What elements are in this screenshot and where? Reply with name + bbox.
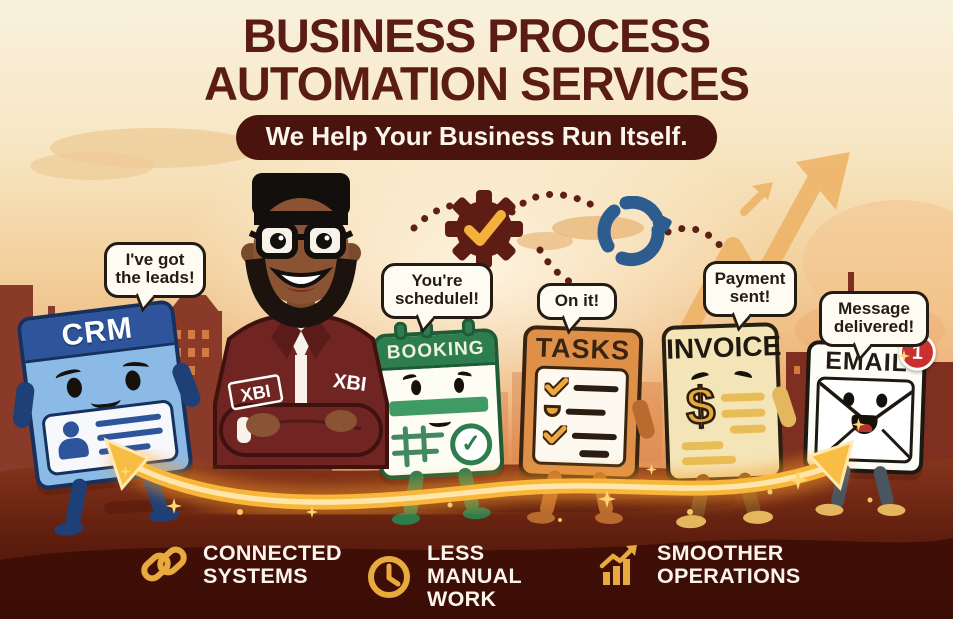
title-line-2: AUTOMATION SERVICES <box>203 56 750 110</box>
footer-item-connected-systems: CONNECTED SYSTEMS <box>140 541 361 589</box>
tasks-character: TASKS <box>518 324 657 525</box>
title-line-1: BUSINESS PROCESS <box>242 9 711 62</box>
footer-label: SMOOTHER OPERATIONS <box>657 541 801 589</box>
check-circle-icon: ✓ <box>449 422 494 467</box>
tasks-label: TASKS <box>535 332 631 366</box>
sparkle <box>646 464 657 475</box>
chain-link-icon <box>141 546 187 582</box>
sparkle <box>306 506 318 518</box>
sparkle <box>788 470 808 490</box>
sync-arrows-icon <box>588 196 676 268</box>
page-title: BUSINESS PROCESS AUTOMATION SERVICES <box>0 12 953 108</box>
crm-character: CRM <box>11 299 204 538</box>
crm-speech-bubble: I've got the leads! <box>104 242 206 298</box>
envelope-icon <box>814 376 915 464</box>
calendar-row <box>388 396 489 417</box>
footer-item-smoother-operations: SMOOTHER OPERATIONS <box>596 541 815 589</box>
booking-speech-bubble: You're schedulel! <box>381 263 493 319</box>
gold-check-icon <box>544 376 569 398</box>
email-character: EMAIL 1 <box>802 333 937 517</box>
footer-label: CONNECTED SYSTEMS <box>203 541 342 589</box>
tagline-banner: We Help Your Business Run Itself. <box>235 115 718 160</box>
crm-label: CRM <box>20 303 175 364</box>
email-speech-bubble: Message delivered! <box>819 291 929 347</box>
invoice-character: INVOICE $ <box>661 322 799 529</box>
dollar-icon: $ <box>684 376 717 437</box>
invoice-label: INVOICE <box>665 329 782 365</box>
clock-icon <box>368 555 410 598</box>
task-list <box>531 365 630 468</box>
footer-label: LESS MANUAL WORK <box>427 541 522 612</box>
growth-chart-icon <box>599 545 637 586</box>
task-bowl-icon <box>543 404 561 418</box>
gear-check-icon <box>444 188 524 270</box>
footer-item-less-manual-work: LESS MANUAL WORK <box>366 541 585 612</box>
gold-check-icon <box>542 424 568 446</box>
contact-card-icon <box>40 398 180 477</box>
invoice-speech-bubble: Payment sent! <box>703 261 797 317</box>
mascot-man: XBI XBI <box>201 167 401 485</box>
brand-text-right: XBI <box>332 370 368 396</box>
tasks-speech-bubble: On it! <box>537 283 617 321</box>
